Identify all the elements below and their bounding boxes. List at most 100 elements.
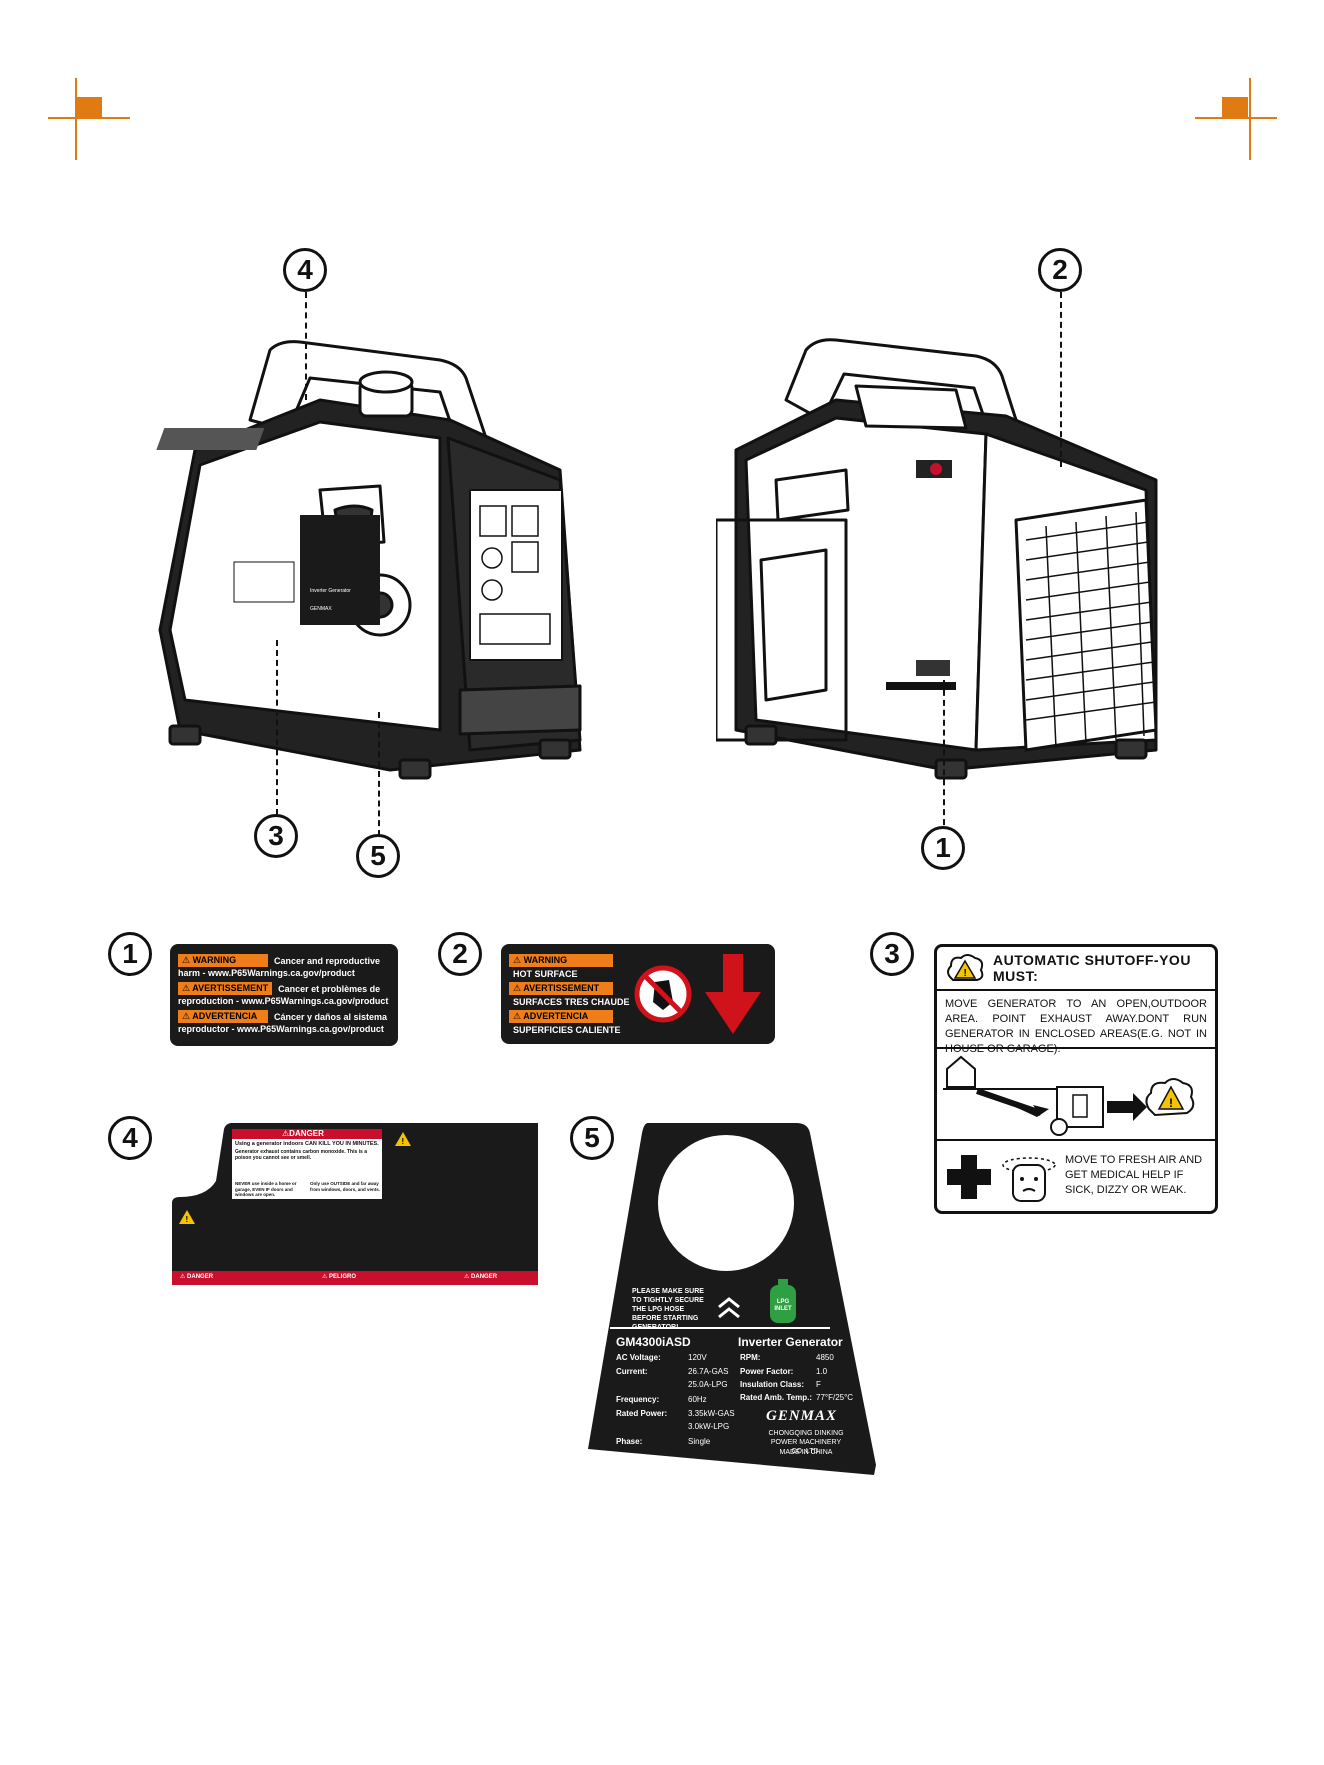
lpg-tank-icon [770, 1279, 796, 1323]
warning-text-line2: harm - www.P65Warnings.ca.gov/product [178, 968, 355, 978]
advertencia-text: Cáncer y daños al sistema [274, 1011, 388, 1022]
spec-val-rpm: 4850 [816, 1353, 834, 1362]
spec-val-ac-voltage: 120V [688, 1353, 707, 1362]
leader-line-3 [276, 640, 278, 815]
spec-val-rated-power-gas: 3.35kW-GAS [688, 1409, 735, 1418]
label-callout-4: 4 [108, 1116, 152, 1160]
no-touch-hot-icon [633, 952, 693, 1036]
spec-key-power-factor: Power Factor: [740, 1367, 794, 1376]
manufacturer-text: CHONGQING DINKING POWER MACHINERY CO.,LT… [768, 1430, 844, 1455]
danger-header: ⚠DANGER [282, 1129, 324, 1138]
generator-front-illustration: Inverter Generator GENMAX [156, 340, 582, 780]
callout-number: 5 [584, 1122, 600, 1153]
danger-footer-3: ⚠ DANGER [464, 1274, 498, 1280]
callout-number: 1 [935, 832, 951, 863]
avertissement-row: ⚠ AVERTISSEMENT Cancer et problèmes de [178, 982, 390, 995]
warning-row: ⚠ WARNING Cancer and reproductive [178, 954, 390, 967]
callout-number: 5 [370, 840, 386, 871]
danger-footer-2: ⚠ PELIGRO [322, 1274, 357, 1280]
advertencia-row: ⚠ ADVERTENCIA Cáncer y daños al sistema [178, 1010, 390, 1023]
warning-cloud-icon: ! [947, 954, 984, 981]
leader-line-1 [943, 680, 945, 835]
spec-val-current-lpg: 25.0A-LPG [688, 1380, 728, 1389]
only-outside-text: Only use OUTSIDE and far away from windo… [310, 1181, 381, 1192]
danger-footer-1: ⚠ DANGER [180, 1274, 214, 1280]
chevron-up-icon [718, 1297, 740, 1319]
label-4-shape [172, 1123, 538, 1285]
made-in-text: MADE IN CHINA [779, 1449, 833, 1456]
leader-line-4 [305, 292, 307, 400]
svg-text:!: ! [1169, 1096, 1173, 1110]
label-3-pictogram: ! [937, 1049, 1215, 1141]
callout-3-bottom: 3 [254, 814, 298, 858]
generator-type: Inverter Generator [738, 1335, 843, 1349]
spec-key-frequency: Frequency: [616, 1395, 660, 1404]
label-callout-3: 3 [870, 932, 914, 976]
spec-key-ac-voltage: AC Voltage: [616, 1353, 661, 1362]
warning-tag: ⚠ WARNING [509, 954, 613, 967]
label-1-prop65-warning: ⚠ WARNING Cancer and reproductive harm -… [170, 944, 398, 1046]
label-2-hot-surface: ⚠ WARNING HOT SURFACE ⚠ AVERTISSEMENT SU… [501, 944, 775, 1044]
spec-key-rated-amb-temp: Rated Amb. Temp.: [740, 1393, 813, 1402]
leader-line-2 [1060, 292, 1062, 467]
spec-key-insulation-class: Insulation Class: [740, 1380, 805, 1389]
lpg-inlet-text: LPG INLET [774, 1299, 792, 1312]
spec-key-rpm: RPM: [740, 1353, 761, 1362]
never-indoors-text: NEVER use inside a home or garage, EVEN … [235, 1181, 297, 1197]
leader-line-5 [378, 712, 380, 836]
svg-text:Inverter Generator: Inverter Generator [310, 588, 351, 594]
exhaust-away-icon: ! [943, 1055, 1195, 1136]
advertencia-text-line2: reproductor - www.P65Warnings.ca.gov/pro… [178, 1024, 384, 1034]
dizzy-face-icon [1002, 1157, 1056, 1202]
advertencia-tag: ⚠ ADVERTENCIA [178, 1010, 268, 1023]
danger-headline: Using a generator indoors CAN KILL YOU I… [235, 1141, 379, 1147]
danger-sub: Generator exhaust contains carbon monoxi… [235, 1149, 367, 1161]
label-4-danger-carbon-monoxide: ⚠DANGER Using a generator indoors CAN KI… [172, 1121, 538, 1287]
spec-val-frequency: 60Hz [688, 1395, 707, 1404]
callout-1-bottom: 1 [921, 826, 965, 870]
model-number: GM4300iASD [616, 1335, 691, 1349]
callout-number: 2 [452, 938, 468, 969]
callout-number: 4 [122, 1122, 138, 1153]
svg-text:!: ! [964, 968, 968, 979]
label-3-automatic-shutoff: ! AUTOMATIC SHUTOFF-YOU MUST: MOVE GENER… [934, 944, 1218, 1214]
label-callout-2: 2 [438, 932, 482, 976]
label-callout-1: 1 [108, 932, 152, 976]
warning-tag: ⚠ WARNING [178, 954, 268, 967]
spec-val-phase: Single [688, 1437, 711, 1446]
warning-text: HOT SURFACE [513, 969, 578, 979]
warning-triangle-icon: ! [395, 1132, 411, 1146]
secure-hose-text: PLEASE MAKE SURE TO TIGHTLY SECURE THE L… [632, 1288, 704, 1331]
svg-text:!: ! [402, 1137, 405, 1146]
label-callout-5: 5 [570, 1116, 614, 1160]
spec-key-rated-power: Rated Power: [616, 1409, 668, 1418]
label-3-body: MOVE GENERATOR TO AN OPEN,OUTDOOR AREA. … [937, 991, 1215, 1055]
brand-logo: GENMAX [766, 1408, 838, 1424]
callout-number: 3 [884, 938, 900, 969]
spec-val-rated-amb-temp: 77°F/25°C [816, 1393, 854, 1402]
avertissement-tag: ⚠ AVERTISSEMENT [178, 982, 273, 995]
callout-number: 1 [122, 938, 138, 969]
callout-number: 3 [268, 820, 284, 851]
spec-val-current-gas: 26.7A-GAS [688, 1367, 729, 1376]
label-3-title-text: AUTOMATIC SHUTOFF-YOU MUST: [993, 952, 1191, 984]
advertencia-text: SUPERFICIES CALIENTE [513, 1025, 621, 1035]
callout-4-top: 4 [283, 248, 327, 292]
callout-number: 4 [297, 254, 313, 285]
generator-rear-illustration [716, 338, 1158, 780]
svg-text:GENMAX: GENMAX [310, 606, 332, 612]
avertissement-text: Cancer et problèmes de [278, 983, 381, 994]
medical-cross-icon [947, 1155, 991, 1199]
spec-key-phase: Phase: [616, 1437, 643, 1446]
warning-text: Cancer and reproductive [274, 955, 381, 966]
callout-2-top: 2 [1038, 248, 1082, 292]
arrow-down-icon [705, 954, 761, 1034]
spec-val-rated-power-lpg: 3.0kW-LPG [688, 1422, 730, 1431]
warning-triangle-icon: ! [179, 1210, 195, 1224]
label-3-medical: MOVE TO FRESH AIR AND GET MEDICAL HELP I… [937, 1141, 1215, 1211]
advertencia-tag: ⚠ ADVERTENCIA [509, 1010, 613, 1023]
label-3-title: ! AUTOMATIC SHUTOFF-YOU MUST: [937, 947, 1215, 991]
avertissement-tag: ⚠ AVERTISSEMENT [509, 982, 613, 995]
spec-val-insulation-class: F [816, 1380, 821, 1389]
avertissement-text-line2: reproduction - www.P65Warnings.ca.gov/pr… [178, 996, 389, 1006]
